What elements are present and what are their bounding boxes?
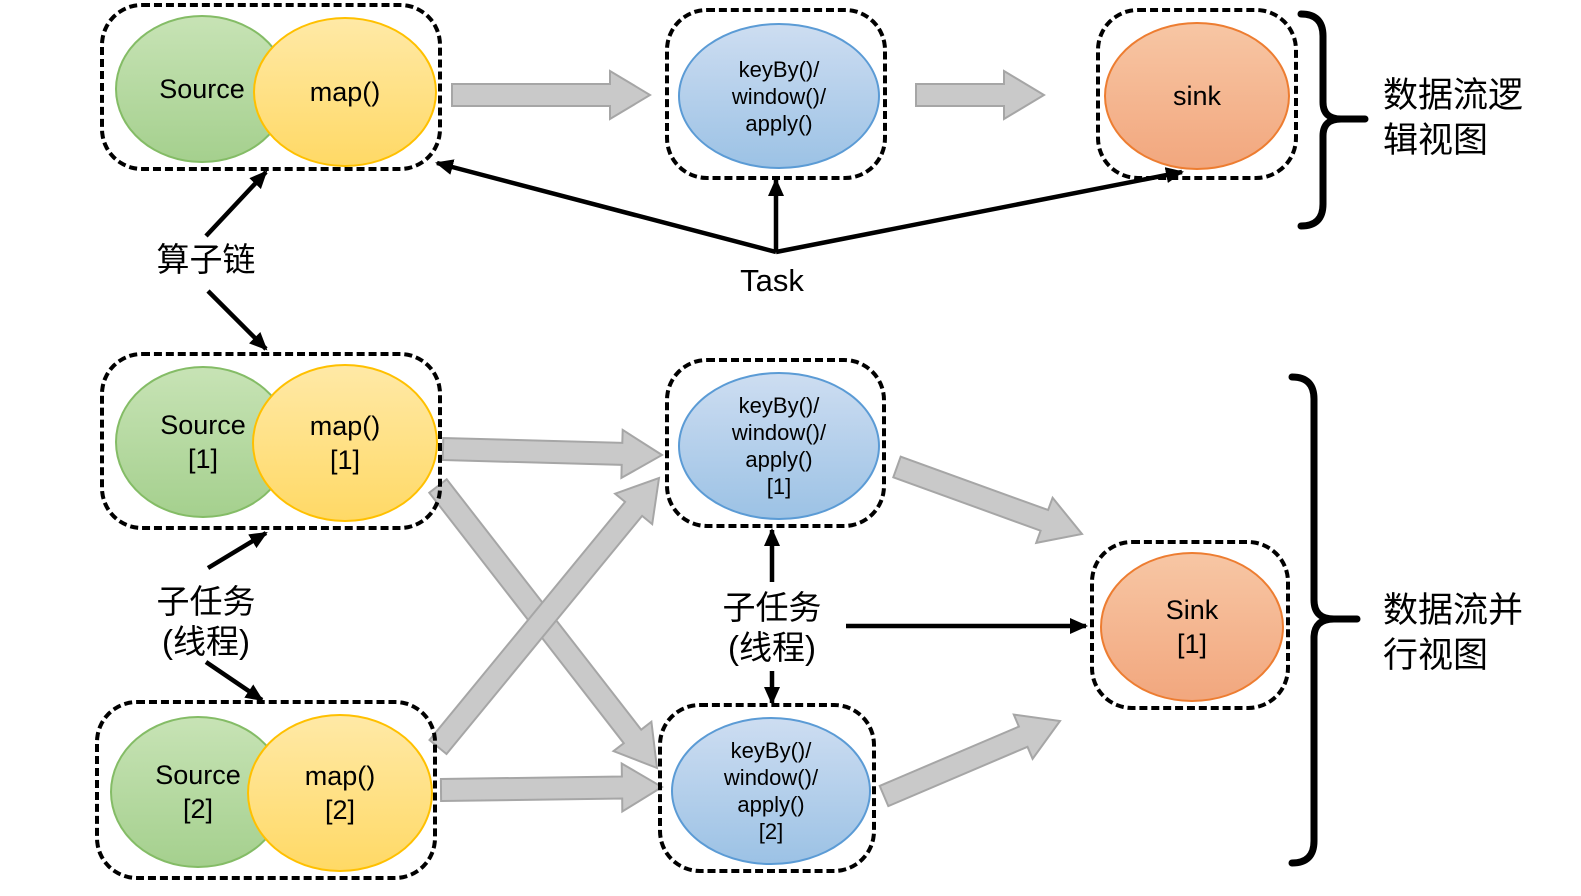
sink1-box: Sink [1] (1090, 540, 1290, 710)
keyby1-ellipse: keyBy()/ window()/ apply() [1] (678, 372, 880, 520)
parallel-view-line1: 数据流并 (1383, 591, 1524, 630)
logical-sink-label: sink (1172, 81, 1221, 111)
source1-label: Source (160, 410, 246, 440)
subtask-left-arrow-to-source2 (204, 660, 264, 702)
logical-keyby-line2: window()/ (731, 83, 827, 109)
keyby2-line2: window()/ (723, 765, 819, 790)
gray-arrow-logical-keyby-to-sink (915, 69, 1046, 121)
keyby2-line1: keyBy()/ (730, 738, 812, 763)
operator-chain-label: 算子链 (156, 241, 256, 278)
subtask-left-line2: (线程) (162, 623, 250, 660)
keyby2-index: [2] (758, 819, 784, 844)
task-arrow-to-logical-source-box (435, 159, 777, 255)
parallel-source2-map2-box: Source [2] map() [2] (95, 700, 437, 880)
gray-arrow-map1-to-keyby1 (441, 428, 664, 480)
source2-index: [2] (182, 794, 214, 824)
logical-map-label: map() (309, 77, 381, 107)
map2-label: map() (304, 761, 376, 791)
map2-ellipse: map() [2] (247, 714, 433, 872)
map1-index: [1] (329, 445, 361, 475)
gray-arrow-keyby2-to-sink1 (878, 713, 1062, 808)
keyby2-ellipse: keyBy()/ window()/ apply() [2] (671, 717, 871, 865)
keyby1-index: [1] (766, 474, 792, 499)
subtask-mid-line1: 子任务 (722, 589, 822, 626)
keyby2-line3: apply() (737, 792, 805, 817)
subtask-mid-line2: (线程) (728, 629, 816, 666)
source1-index: [1] (187, 444, 219, 474)
map1-ellipse: map() [1] (252, 364, 438, 522)
keyby1-line3: apply() (745, 447, 813, 472)
logical-keyby-line3: apply() (745, 110, 813, 136)
subtask-left-line1: 子任务 (156, 583, 256, 620)
logical-keyby-ellipse: keyBy()/ window()/ apply() (678, 23, 880, 169)
operator-chain-arrow-to-logical-box (204, 170, 268, 238)
parallel-source1-map1-box: Source [1] map() [1] (100, 352, 442, 530)
parallel-view-brace (1288, 373, 1361, 867)
parallel-view-line2: 行视图 (1383, 636, 1489, 675)
task-arrow-to-logical-sink-box (775, 167, 1184, 255)
gray-arrow-logical-map-to-keyby (451, 69, 652, 121)
subtask-left-arrow-to-source1 (206, 531, 268, 570)
keyby2-box: keyBy()/ window()/ apply() [2] (658, 703, 876, 873)
logical-keyby-box: keyBy()/ window()/ apply() (665, 8, 887, 180)
sink1-label: Sink (1165, 595, 1219, 625)
map2-index: [2] (324, 795, 356, 825)
gray-arrow-keyby1-to-sink1 (892, 455, 1084, 545)
sink1-index: [1] (1176, 629, 1208, 659)
logical-source-label: Source (159, 74, 245, 104)
sink1-ellipse: Sink [1] (1100, 552, 1284, 702)
source2-label: Source (155, 760, 241, 790)
map1-label: map() (309, 411, 381, 441)
logical-sink-box: sink (1096, 8, 1298, 180)
subtask-mid-label: 子任务 (线程) (713, 588, 831, 668)
logical-sink-ellipse: sink (1104, 22, 1290, 170)
logical-map-ellipse: map() (253, 17, 437, 167)
keyby1-line1: keyBy()/ (738, 393, 820, 418)
gray-arrow-map2-to-keyby1 (428, 476, 661, 756)
keyby1-line2: window()/ (731, 420, 827, 445)
logical-view-brace (1297, 10, 1369, 230)
gray-arrow-map2-to-keyby2 (439, 761, 664, 814)
keyby1-box: keyBy()/ window()/ apply() [1] (665, 358, 886, 528)
logical-view-line1: 数据流逻 (1383, 76, 1524, 115)
source2-ellipse: Source [2] (110, 716, 286, 868)
task-label: Task (740, 263, 804, 298)
operator-chain-arrow-to-source1-box (206, 289, 268, 351)
subtask-left-label: 子任务 (线程) (147, 582, 265, 662)
logical-keyby-line1: keyBy()/ (738, 56, 820, 82)
parallel-view-label: 数据流并 行视图 (1383, 588, 1523, 678)
logical-view-line2: 辑视图 (1383, 121, 1489, 160)
logical-view-label: 数据流逻 辑视图 (1383, 73, 1523, 163)
logical-source-map-box: Source map() (100, 3, 442, 171)
